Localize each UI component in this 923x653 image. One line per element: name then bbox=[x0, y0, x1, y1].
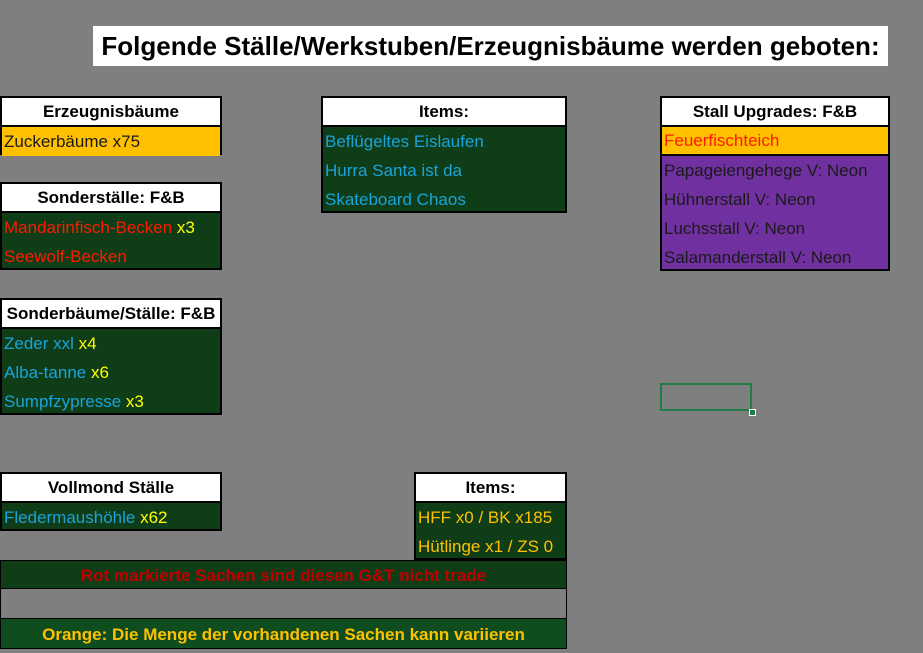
items-top-row[interactable]: Beflügeltes Eislaufen bbox=[325, 132, 484, 151]
items-bottom-row[interactable]: HFF x0 / BK x185 bbox=[418, 508, 553, 527]
sonderstaelle-row[interactable]: Mandarinfisch-Becken x3 bbox=[2, 213, 220, 242]
stall-upgrades-table: Stall Upgrades: F&B Feuerfischteich Papa… bbox=[660, 96, 890, 271]
page-title: Folgende Ställe/Werkstuben/Erzeugnisbäum… bbox=[93, 26, 888, 66]
stall-upgrades-row[interactable]: Luchsstall V: Neon bbox=[664, 219, 806, 238]
item-name: Mandarinfisch-Becken bbox=[4, 218, 173, 237]
items-top-row[interactable]: Hurra Santa ist da bbox=[325, 161, 463, 180]
item-qty: x3 bbox=[121, 392, 144, 411]
sonderstaelle-row[interactable]: Seewolf-Becken bbox=[2, 242, 220, 271]
vollmond-table: Vollmond Ställe Fledermaushöhle x62 bbox=[0, 472, 222, 531]
stall-upgrades-header: Stall Upgrades: F&B bbox=[662, 98, 888, 127]
stall-upgrades-row[interactable]: Salamanderstall V: Neon bbox=[664, 248, 852, 267]
erzeugnisbaeume-table: Erzeugnisbäume Zuckerbäume x75 bbox=[0, 96, 222, 156]
stall-upgrades-row[interactable]: Papageiengehege V: Neon bbox=[664, 161, 868, 180]
note-red: Rot markierte Sachen sind diesen G&T nic… bbox=[0, 560, 567, 589]
sonderbaeume-header: Sonderbäume/Ställe: F&B bbox=[2, 300, 220, 329]
item-name: Alba-tanne bbox=[4, 363, 87, 382]
items-bottom-row[interactable]: Hütlinge x1 / ZS 0 bbox=[418, 537, 554, 556]
item-name: Fledermaushöhle bbox=[4, 508, 136, 527]
erzeugnisbaeume-item[interactable]: Zuckerbäume x75 bbox=[2, 127, 220, 156]
erzeugnisbaeume-header: Erzeugnisbäume bbox=[2, 98, 220, 127]
items-top-table: Items: Beflügeltes Eislaufen Hurra Santa… bbox=[321, 96, 567, 213]
items-top-header: Items: bbox=[323, 98, 565, 127]
sonderbaeume-row[interactable]: Zeder xxl x4 bbox=[2, 329, 220, 358]
sonderstaelle-table: Sonderställe: F&B Mandarinfisch-Becken x… bbox=[0, 182, 222, 270]
note-orange: Orange: Die Menge der vorhandenen Sachen… bbox=[0, 618, 567, 649]
item-name: Zeder xxl bbox=[4, 334, 74, 353]
sonderbaeume-row[interactable]: Alba-tanne x6 bbox=[2, 358, 220, 387]
item-name: Sumpfzypresse bbox=[4, 392, 122, 411]
item-qty: x3 bbox=[172, 218, 195, 237]
fill-handle[interactable] bbox=[749, 409, 756, 416]
stall-upgrades-row[interactable]: Hühnerstall V: Neon bbox=[664, 190, 816, 209]
item-qty: x6 bbox=[86, 363, 109, 382]
sonderbaeume-table: Sonderbäume/Ställe: F&B Zeder xxl x4 Alb… bbox=[0, 298, 222, 415]
items-bottom-table: Items: HFF x0 / BK x185 Hütlinge x1 / ZS… bbox=[414, 472, 567, 560]
stall-upgrades-highlight[interactable]: Feuerfischteich bbox=[662, 127, 888, 156]
items-top-row[interactable]: Skateboard Chaos bbox=[325, 190, 466, 209]
empty-row[interactable] bbox=[0, 589, 567, 618]
vollmond-row[interactable]: Fledermaushöhle x62 bbox=[2, 503, 220, 532]
item-qty: x62 bbox=[135, 508, 168, 527]
items-bottom-header: Items: bbox=[416, 474, 565, 503]
vollmond-header: Vollmond Ställe bbox=[2, 474, 220, 503]
selected-cell[interactable] bbox=[660, 383, 752, 411]
sonderstaelle-header: Sonderställe: F&B bbox=[2, 184, 220, 213]
item-qty: x4 bbox=[73, 334, 97, 353]
sonderbaeume-row[interactable]: Sumpfzypresse x3 bbox=[2, 387, 220, 416]
item-name: Seewolf-Becken bbox=[4, 247, 127, 266]
